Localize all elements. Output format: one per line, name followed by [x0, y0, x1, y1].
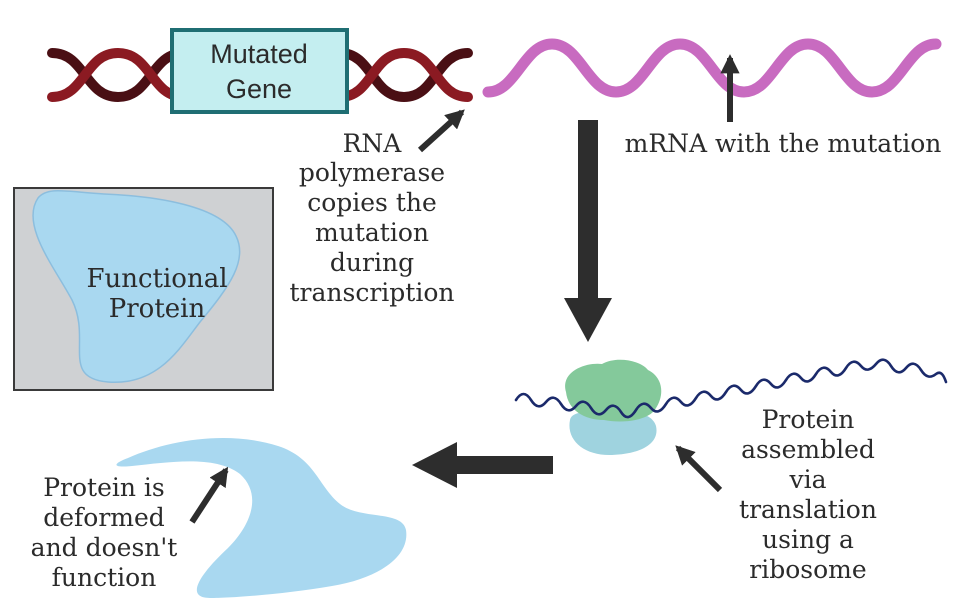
dna-helix-icon [47, 47, 473, 103]
translation-pointer-arrow [675, 445, 723, 493]
deformed-label-line: and doesn't [31, 533, 178, 562]
functional-protein-line1: Functional [86, 264, 227, 294]
translation-label-line: via [788, 465, 826, 494]
polymerase-label-line: copies the [307, 188, 437, 217]
functional-protein-line2: Protein [109, 294, 206, 324]
gene-box-line1: Mutated [210, 39, 308, 69]
gene-box-line2: Gene [226, 74, 292, 104]
result-left-arrow [412, 442, 553, 488]
translation-label-line: using a [762, 525, 854, 554]
polymerase-label-line: transcription [290, 278, 455, 307]
translation-label: Protein assembled via translation using … [739, 405, 877, 584]
translation-label-line: Protein [762, 405, 855, 434]
ribosome-icon [565, 359, 662, 456]
transcription-down-arrow [564, 120, 612, 342]
polymerase-label-line: during [330, 248, 414, 277]
polymerase-label: RNA polymerase copies the mutation durin… [290, 129, 455, 307]
mrna-strand-icon [482, 38, 942, 98]
polymerase-label-line: RNA [343, 129, 403, 158]
mrna-label: mRNA with the mutation [625, 129, 942, 158]
deformed-protein-icon [116, 437, 407, 598]
polymerase-label-line: polymerase [299, 158, 445, 187]
deformed-label-line: function [52, 563, 157, 592]
deformed-pointer-arrow [189, 466, 229, 524]
deformed-label-line: Protein is [43, 473, 165, 502]
polymerase-label-line: mutation [315, 218, 429, 247]
translation-label-line: assembled [741, 435, 875, 464]
polymerase-pointer-arrow [417, 109, 465, 153]
functional-protein-icon [32, 189, 241, 383]
mrna-translation-strand-icon [514, 358, 948, 419]
translation-label-line: translation [739, 495, 877, 524]
mutated-gene-box: Mutated Gene [170, 28, 349, 114]
deformed-label-line: deformed [43, 503, 165, 532]
deformed-label: Protein is deformed and doesn't function [31, 473, 178, 592]
functional-protein-panel: Functional Protein [13, 187, 274, 391]
translation-label-line: ribosome [749, 555, 866, 584]
